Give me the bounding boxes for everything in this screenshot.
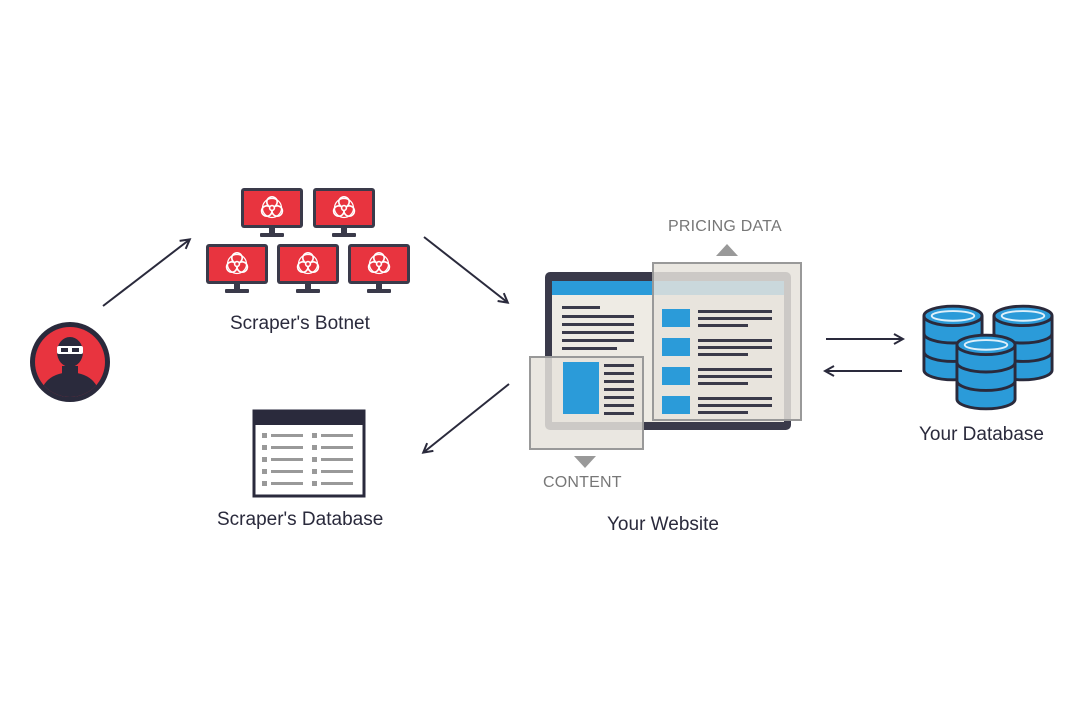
your-website-label: Your Website [607,514,719,535]
pricing-data-label: PRICING DATA [668,218,782,235]
biohazard-monitor-icon [240,187,304,238]
flow-arrows [102,236,902,452]
arrow-website-to-scraper-db [424,383,510,452]
your-database-label: Your Database [919,424,1045,445]
content-highlight [529,356,644,468]
masked-hacker-icon [30,322,110,402]
spreadsheet-window-icon [252,409,366,498]
biohazard-monitor-icon [312,187,376,238]
pricing-arrow-icon [716,244,738,256]
scraper-botnet-group [205,187,411,294]
scraper-database-label: Scraper's Database [217,509,384,530]
pricing-data-highlight [652,244,802,421]
biohazard-monitor-icon [347,243,411,294]
content-arrow-icon [574,456,596,468]
database-cylinder-icon [922,304,1054,411]
botnet-label: Scraper's Botnet [230,313,370,334]
biohazard-monitor-icon [276,243,340,294]
arrow-botnet-to-website [423,236,507,302]
arrow-attacker-to-botnet [102,240,189,307]
biohazard-monitor-icon [205,243,269,294]
content-label: CONTENT [543,474,622,491]
